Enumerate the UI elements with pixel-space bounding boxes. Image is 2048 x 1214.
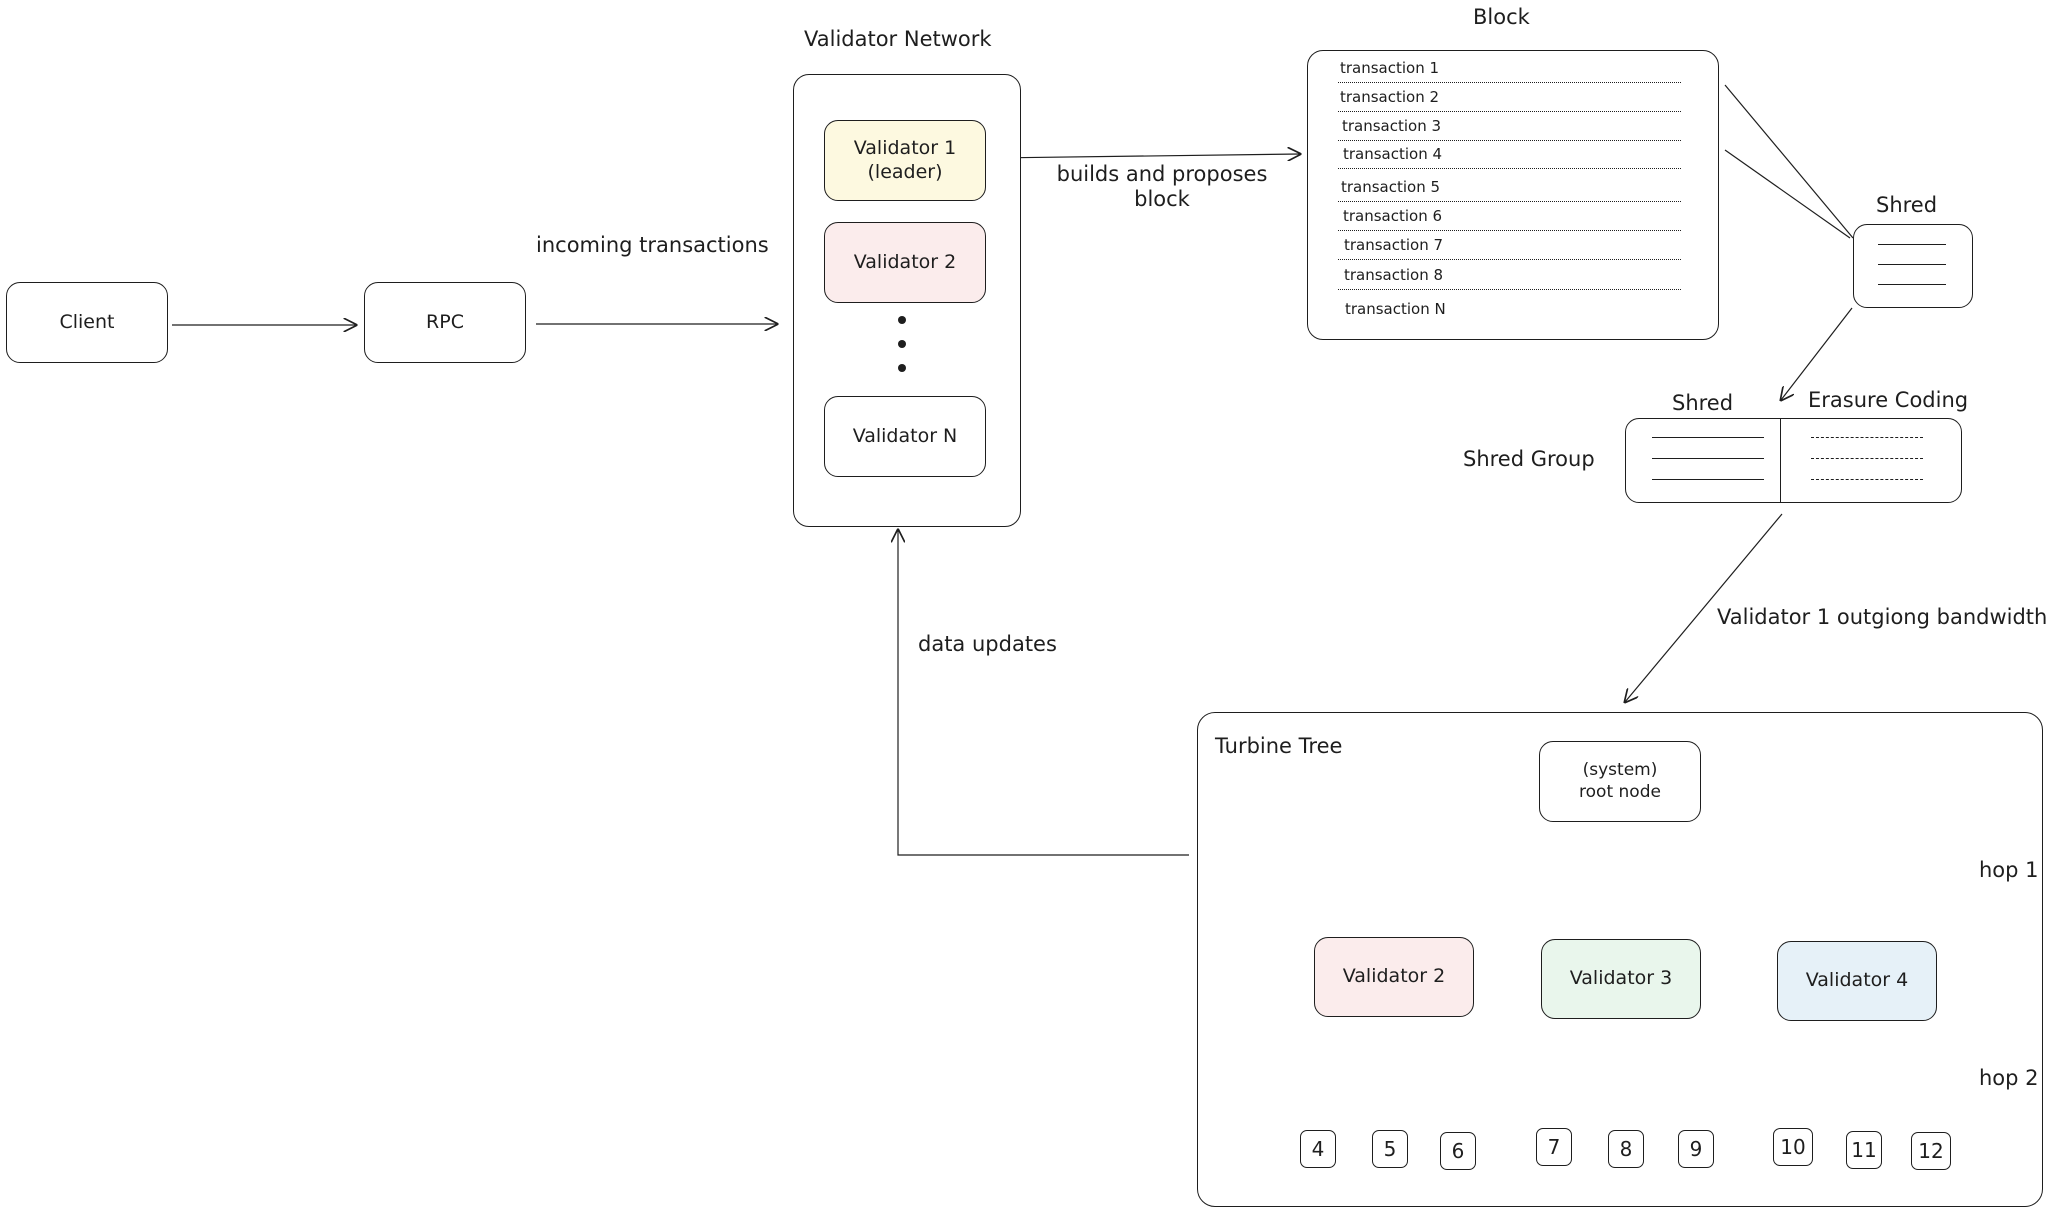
arrow-turbine-to-validator-network — [898, 530, 1189, 856]
leaf-node-5: 5 — [1372, 1130, 1408, 1168]
leaf-node-7-label: 7 — [1547, 1135, 1561, 1159]
leaf-node-6: 6 — [1440, 1132, 1476, 1170]
leaf-node-10: 10 — [1773, 1128, 1813, 1166]
shred-group-erasure-line-3 — [1811, 479, 1923, 480]
rpc-node: RPC — [364, 282, 526, 363]
ellipsis-vertical-icon — [898, 316, 908, 376]
shred-group-shred-line-3 — [1652, 479, 1764, 480]
leaf-node-12-label: 12 — [1918, 1139, 1944, 1163]
turbine-validator-2-label: Validator 2 — [1342, 965, 1446, 988]
validator-1-role-label: (leader) — [867, 160, 943, 183]
root-node: (system) root node — [1539, 741, 1701, 822]
builds-and-proposes-line-1: builds and proposes — [1056, 162, 1268, 186]
block-title: Block — [1473, 5, 1530, 29]
leaf-node-8-label: 8 — [1619, 1137, 1633, 1161]
block-transaction-separator — [1338, 230, 1681, 231]
block-transaction-separator — [1338, 201, 1681, 202]
block-transaction-row: transaction 1 — [1340, 59, 1440, 77]
shred-group-shred-line-1 — [1652, 437, 1764, 438]
shred-group-shred-line-2 — [1652, 458, 1764, 459]
leaf-node-8: 8 — [1608, 1130, 1644, 1168]
shred-group-erasure-line-2 — [1811, 458, 1923, 459]
block-transaction-row: transaction N — [1345, 300, 1446, 318]
client-node: Client — [6, 282, 168, 363]
line-block-to-shred-bottom — [1724, 149, 1851, 239]
builds-and-proposes-line-2: block — [1134, 187, 1190, 212]
validator-n-node: Validator N — [824, 396, 986, 477]
block-transaction-row: transaction 3 — [1342, 117, 1442, 135]
turbine-tree-title: Turbine Tree — [1215, 734, 1343, 758]
validator-network-title: Validator Network — [804, 27, 992, 51]
root-node-line-2: root node — [1579, 781, 1661, 802]
block-transaction-separator — [1338, 111, 1681, 112]
rpc-label: RPC — [426, 310, 464, 333]
leaf-node-6-label: 6 — [1451, 1139, 1465, 1163]
root-node-line-1: (system) — [1582, 760, 1658, 781]
hop-2-label: hop 2 — [1979, 1066, 2039, 1090]
shred-title: Shred — [1876, 193, 1938, 217]
leaf-node-9-label: 9 — [1689, 1137, 1703, 1161]
shred-line-3 — [1878, 284, 1946, 285]
client-label: Client — [59, 310, 115, 333]
leaf-node-11-label: 11 — [1851, 1138, 1877, 1162]
block-transaction-separator — [1338, 259, 1681, 260]
validator-1-leader-node: Validator 1 (leader) — [824, 120, 986, 201]
arrow-leader-to-block — [992, 154, 1300, 158]
validator-2-node: Validator 2 — [824, 222, 986, 303]
leaf-node-12: 12 — [1911, 1132, 1951, 1170]
leaf-node-4: 4 — [1300, 1130, 1336, 1168]
leaf-node-10-label: 10 — [1780, 1135, 1806, 1159]
shred-line-2 — [1878, 264, 1946, 265]
block-transaction-row: transaction 8 — [1344, 266, 1444, 284]
shred-group-erasure-line-1 — [1811, 437, 1923, 438]
shred-group-divider — [1780, 419, 1781, 502]
block-transaction-row: transaction 6 — [1343, 207, 1443, 225]
validator-2-label: Validator 2 — [853, 250, 957, 273]
block-transaction-row: transaction 2 — [1340, 88, 1440, 106]
shred-group-header-shred: Shred — [1672, 391, 1734, 415]
shred-group-label: Shred Group — [1463, 447, 1595, 471]
turbine-validator-4-label: Validator 4 — [1805, 969, 1909, 992]
arrow-shred-to-shred-group — [1781, 307, 1853, 400]
validator-1-label: Validator 1 — [853, 136, 957, 159]
shred-node — [1853, 224, 1973, 308]
turbine-validator-3-node: Validator 3 — [1541, 939, 1701, 1019]
shred-group-header-erasure: Erasure Coding — [1808, 388, 1969, 412]
line-block-to-shred-top — [1724, 84, 1854, 239]
block-transaction-separator — [1338, 82, 1681, 83]
leaf-node-5-label: 5 — [1383, 1137, 1397, 1161]
hop-1-label: hop 1 — [1979, 858, 2039, 882]
block-transaction-row: transaction 4 — [1343, 145, 1443, 163]
arrow-shred-group-to-turbine — [1625, 513, 1783, 702]
incoming-transactions-label: incoming transactions — [536, 233, 769, 257]
block-transaction-separator — [1338, 140, 1681, 141]
outgoing-bandwidth-label: Validator 1 outgiong bandwidth — [1717, 605, 2048, 629]
shred-group-node — [1625, 418, 1962, 503]
leaf-node-9: 9 — [1678, 1130, 1714, 1168]
block-container — [1307, 50, 1719, 340]
turbine-validator-4-node: Validator 4 — [1777, 941, 1937, 1021]
leaf-node-7: 7 — [1536, 1128, 1572, 1166]
block-transaction-separator — [1338, 168, 1681, 169]
turbine-validator-2-node: Validator 2 — [1314, 937, 1474, 1017]
turbine-validator-3-label: Validator 3 — [1569, 967, 1673, 990]
block-transaction-row: transaction 7 — [1344, 236, 1444, 254]
leaf-node-11: 11 — [1846, 1131, 1882, 1169]
block-transaction-separator — [1338, 289, 1681, 290]
block-transaction-row: transaction 5 — [1341, 178, 1441, 196]
leaf-node-4-label: 4 — [1311, 1137, 1325, 1161]
shred-line-1 — [1878, 244, 1946, 245]
data-updates-label: data updates — [918, 632, 1057, 656]
builds-and-proposes-label: builds and proposes block — [1052, 162, 1272, 212]
validator-n-label: Validator N — [852, 424, 958, 447]
